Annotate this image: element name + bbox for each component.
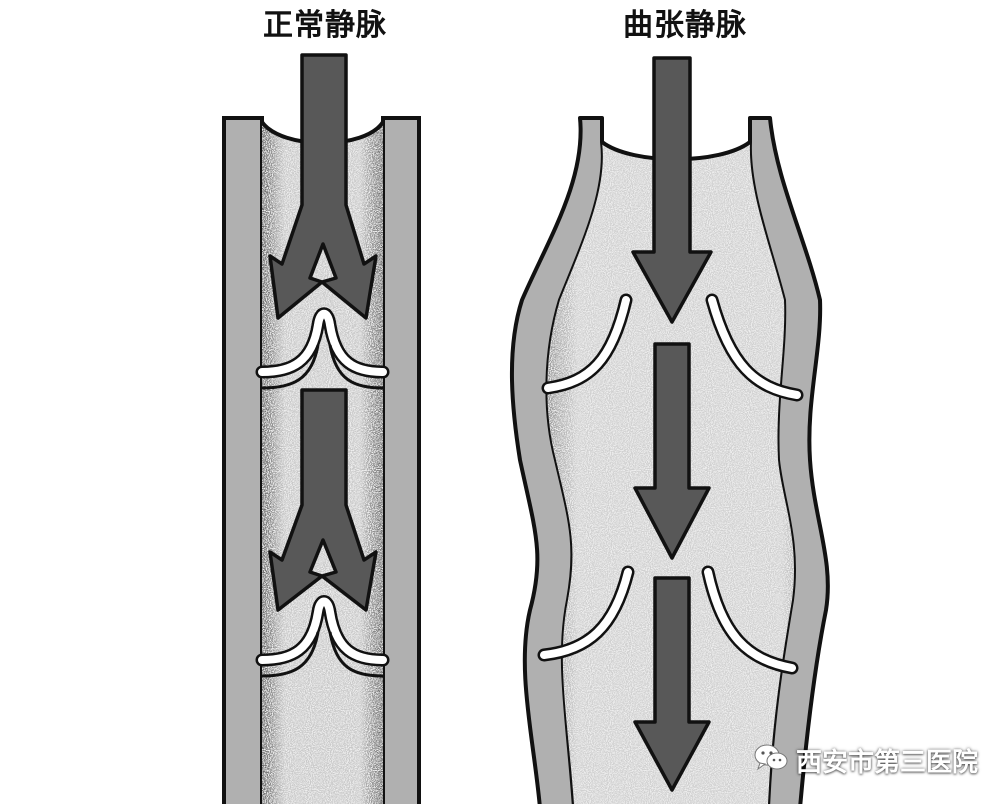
- varicose-valve-upper: [541, 293, 804, 402]
- varicose-valve-lower: [537, 565, 799, 675]
- normal-vein-right-wall: [381, 116, 421, 804]
- varicose-arrow-bottom: [633, 576, 711, 792]
- normal-vein: [222, 53, 421, 804]
- varicose-vein: [509, 56, 830, 804]
- wechat-icon: [754, 744, 788, 776]
- normal-vein-title: 正常静脉: [263, 8, 387, 43]
- normal-vein-left-wall: [222, 116, 264, 804]
- normal-split-arrow-upper: [268, 53, 378, 320]
- normal-split-arrow-lower: [268, 388, 378, 612]
- varicose-vein-title: 曲张静脉: [623, 8, 747, 43]
- normal-valve-upper: [255, 307, 390, 390]
- watermark: 西安市第三医院: [754, 740, 978, 780]
- varicose-arrow-top: [631, 56, 713, 324]
- watermark-text: 西安市第三医院: [796, 747, 979, 778]
- varicose-arrow-middle: [633, 342, 711, 560]
- normal-valve-lower: [255, 595, 390, 678]
